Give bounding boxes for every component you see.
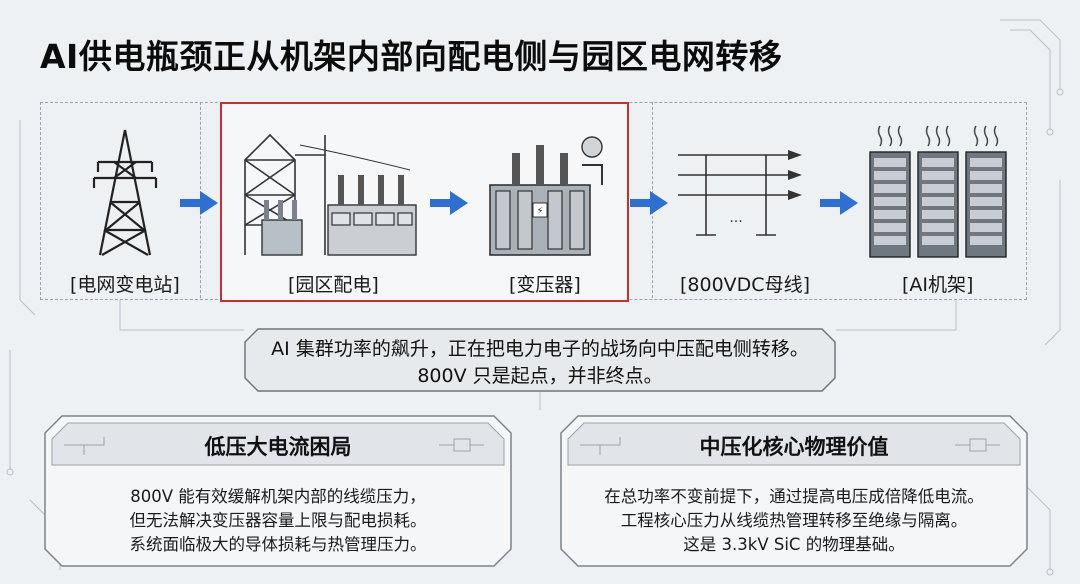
stage-ai-rack: [866, 122, 1016, 262]
svg-text:⚡: ⚡: [536, 206, 543, 217]
card-line: 这是 3.3kV SiC 的物理基础。: [683, 535, 905, 554]
card-frame: [44, 415, 512, 567]
card-low-voltage: 低压大电流困局 800V 能有效缓解机架内部的线缆压力， 但无法解决变压器容量上…: [44, 415, 512, 567]
card-frame: [560, 415, 1028, 567]
stage-campus-distribution: [240, 125, 420, 260]
card-title-medium-voltage: 中压化核心物理价值: [699, 435, 889, 459]
callout-line-1: AI 集群功率的飙升，正在把电力电子的战场向中压配电侧转移。: [271, 338, 809, 360]
arrow-right-icon: [180, 191, 218, 215]
stage-grid-substation: [80, 120, 170, 260]
card-line: 系统面临极大的导体损耗与热管理压力。: [129, 535, 427, 554]
stage-label-campus-distribution: [园区配电]: [288, 274, 379, 296]
substation-icon: [244, 133, 417, 256]
transformer-icon: ⚡: [489, 136, 603, 256]
stage-dc-busbar: ...: [678, 140, 808, 250]
stage-label-transformer: [变压器]: [509, 274, 581, 296]
stage-transformer: ⚡: [480, 125, 610, 260]
dc-busbar-icon: ...: [678, 150, 802, 236]
stage-label-dc-busbar: [800VDC母线]: [680, 274, 810, 296]
card-medium-voltage: 中压化核心物理价值 在总功率不变前提下，通过提高电压成倍降低电流。 工程核心压力…: [560, 415, 1028, 567]
callout-line-2: 800V 只是起点，并非终点。: [417, 365, 663, 387]
card-line: 但无法解决变压器容量上限与配电损耗。: [129, 511, 427, 530]
arrow-right-icon: [430, 191, 468, 215]
arrow-right-icon: [820, 191, 858, 215]
callout-frame: [244, 328, 836, 392]
card-line: 在总功率不变前提下，通过提高电压成倍降低电流。: [604, 487, 984, 506]
card-title-low-voltage: 低压大电流困局: [204, 435, 352, 459]
card-line: 工程核心压力从线缆热管理转移至绝缘与隔离。: [620, 511, 968, 530]
card-line: 800V 能有效缓解机架内部的线缆压力，: [130, 487, 426, 506]
svg-text:...: ...: [729, 210, 742, 226]
callout-banner: AI 集群功率的飙升，正在把电力电子的战场向中压配电侧转移。 800V 只是起点…: [244, 328, 836, 392]
server-rack-icon: [869, 125, 1007, 258]
transmission-tower-icon: [92, 129, 158, 256]
stage-label-grid-substation: [电网变电站]: [70, 274, 180, 296]
page-title: AI供电瓶颈正从机架内部向配电侧与园区电网转移: [40, 37, 783, 76]
stage-label-ai-rack: [AI机架]: [902, 274, 974, 296]
arrow-right-icon: [630, 191, 668, 215]
